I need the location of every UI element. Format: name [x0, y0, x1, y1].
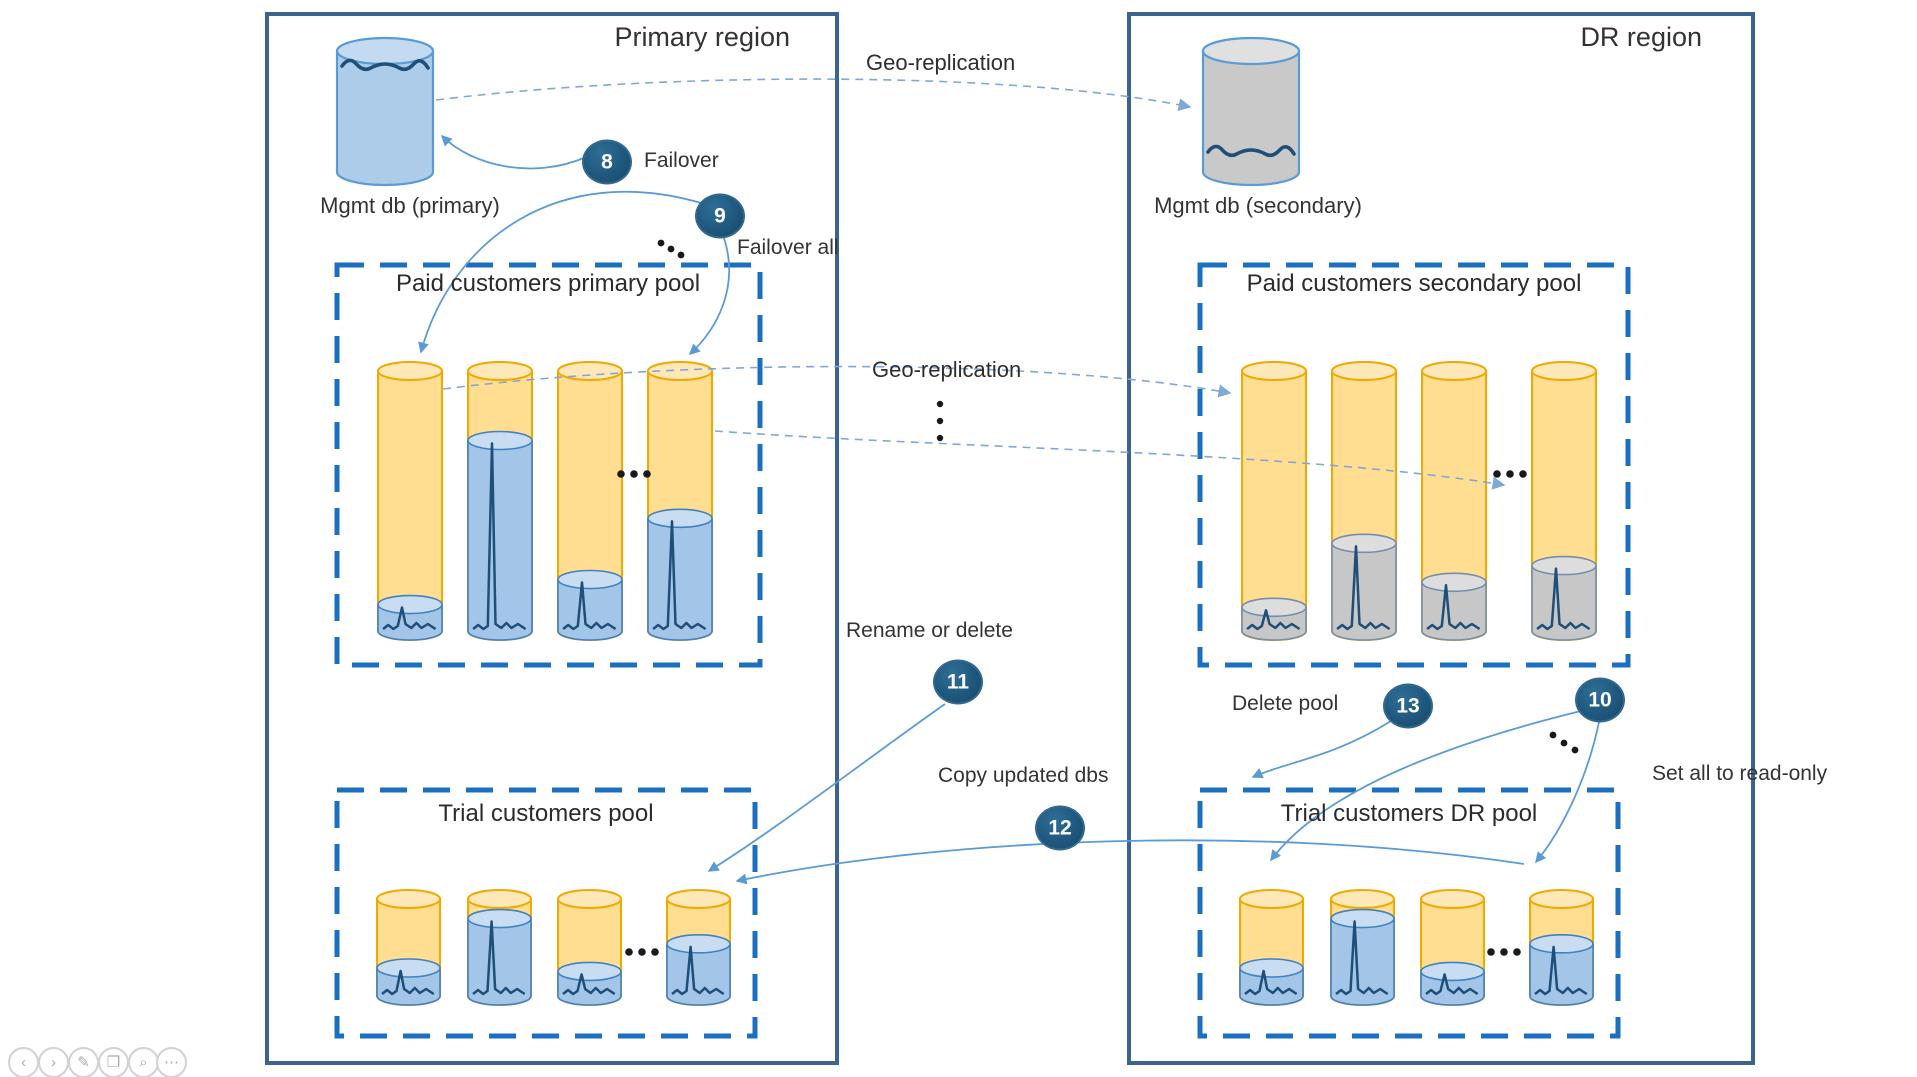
- more-databases-dots-paid-primary: [617, 470, 651, 478]
- database-cylinder-trial-dr-4: [1529, 889, 1594, 1006]
- db-used-fill-paid-primary-1: [377, 594, 443, 641]
- ellipsis-near-badge-10: [1549, 731, 1579, 754]
- db-used-fill-paid-secondary-1: [1241, 597, 1307, 641]
- database-cylinder-paid-secondary-1: [1241, 361, 1307, 641]
- database-cylinder-trial-dr-3: [1420, 889, 1485, 1006]
- failover-all-arrow-9a: [418, 190, 702, 354]
- more-databases-dots-trial-primary: [625, 948, 659, 956]
- db-used-fill-trial-dr-2: [1330, 908, 1395, 1006]
- geo-replication-mid-arrow-1: [442, 365, 1232, 398]
- db-used-fill-trial-primary-1: [376, 958, 441, 1006]
- pool-box-paid-primary: [334, 262, 763, 668]
- presentation-toolbar: ‹ › ✎ ❐ ⌕ ⋯: [0, 1040, 200, 1077]
- delete-pool-arrow-13: [1251, 720, 1392, 779]
- vertical-ellipsis-geo-replication: [936, 400, 944, 442]
- db-used-fill-trial-primary-3: [557, 961, 622, 1006]
- more-options-icon[interactable]: ⋯: [156, 1047, 187, 1077]
- more-databases-dots-trial-dr: [1487, 948, 1521, 956]
- database-cylinder-paid-primary-2: [467, 361, 533, 641]
- database-cylinder-trial-dr-1: [1239, 889, 1304, 1006]
- more-databases-dots-paid-secondary: [1493, 470, 1527, 478]
- db-used-fill-paid-primary-4: [647, 508, 713, 641]
- db-used-fill-paid-secondary-3: [1421, 572, 1487, 641]
- db-used-fill-paid-secondary-2: [1331, 533, 1397, 641]
- db-used-fill-trial-primary-4: [666, 934, 731, 1006]
- mgmt-db-primary-cylinder: [335, 36, 435, 187]
- db-used-fill-trial-dr-1: [1239, 958, 1304, 1006]
- db-used-fill-paid-secondary-4: [1531, 555, 1597, 641]
- failover-all-arrow-9b: [688, 237, 730, 356]
- pool-box-trial-dr: [1197, 787, 1621, 1039]
- failover-arrow-8: [440, 134, 587, 170]
- database-cylinder-trial-primary-3: [557, 889, 622, 1006]
- pool-box-trial-primary: [334, 787, 758, 1039]
- database-cylinder-trial-primary-1: [376, 889, 441, 1006]
- database-cylinder-paid-secondary-2: [1331, 361, 1397, 641]
- geo-replication-mid-arrow-2: [714, 430, 1506, 490]
- pen-icon[interactable]: ✎: [68, 1047, 99, 1077]
- ellipsis-near-badge-9: [657, 239, 685, 259]
- previous-slide-icon[interactable]: ‹: [8, 1047, 39, 1077]
- db-used-fill-paid-primary-3: [557, 569, 623, 641]
- db-used-fill-paid-primary-2: [467, 430, 533, 641]
- database-cylinder-paid-primary-3: [557, 361, 623, 641]
- primary-region-box: [265, 12, 839, 1065]
- read-only-arrow-10a: [1270, 710, 1582, 862]
- db-used-fill-trial-primary-2: [467, 908, 532, 1006]
- database-cylinder-trial-primary-4: [666, 889, 731, 1006]
- dr-region-box: [1127, 12, 1755, 1065]
- next-slide-icon[interactable]: ›: [38, 1047, 69, 1077]
- rename-delete-arrow-11: [707, 703, 946, 872]
- database-cylinder-trial-dr-2: [1330, 889, 1395, 1006]
- zoom-icon[interactable]: ⌕: [128, 1047, 159, 1077]
- database-cylinder-paid-secondary-4: [1531, 361, 1597, 641]
- db-used-fill-trial-dr-3: [1420, 961, 1485, 1006]
- copy-updated-dbs-arrow-12: [735, 839, 1525, 885]
- db-used-fill-trial-dr-4: [1529, 934, 1594, 1006]
- database-cylinder-paid-primary-4: [647, 361, 713, 641]
- database-cylinder-paid-primary-1: [377, 361, 443, 641]
- mgmt-db-secondary-cylinder: [1201, 36, 1301, 187]
- all-slides-icon[interactable]: ❐: [98, 1047, 129, 1077]
- pool-box-paid-secondary: [1197, 262, 1631, 668]
- read-only-arrow-10b: [1535, 721, 1600, 864]
- database-cylinder-trial-primary-2: [467, 889, 532, 1006]
- geo-replication-top-arrow: [435, 78, 1192, 112]
- database-cylinder-paid-secondary-3: [1421, 361, 1487, 641]
